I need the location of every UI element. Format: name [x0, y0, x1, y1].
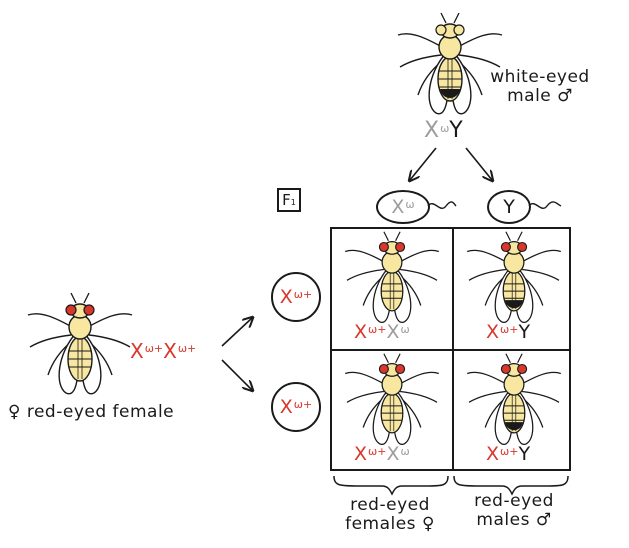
cell-allele-a-sup: ω+: [500, 445, 519, 458]
male-label-line2: male ♂: [507, 86, 573, 106]
cell-allele-a-sup: ω+: [500, 323, 519, 336]
cell-allele-b: X: [386, 443, 400, 465]
sperm-x-letter: X: [391, 196, 405, 218]
female-x2: X: [163, 339, 177, 363]
sperm-y: Y: [487, 190, 531, 224]
cell-allele-a: X: [354, 443, 368, 465]
offspring-fly-icon: [466, 231, 562, 324]
female-x2-allele: ω+: [177, 342, 197, 355]
punnett-square: Xω+Xω Xω+Y Xω+Xω Xω+Y: [330, 227, 571, 471]
males-line2: males ♂: [476, 510, 552, 530]
cell-allele-a-sup: ω+: [368, 323, 387, 336]
males-line1: red-eyed: [474, 491, 554, 511]
females-line1: red-eyed: [350, 495, 430, 515]
female-genotype: Xω+Xω+: [130, 340, 196, 362]
male-x-chromosome: X: [424, 118, 440, 143]
cell-allele-b-sup: ω: [400, 323, 410, 336]
cell-allele-b: X: [386, 321, 400, 343]
egg-bottom: Xω+: [271, 382, 321, 432]
male-x-allele: ω: [440, 122, 450, 135]
cell-allele-b: Y: [518, 443, 531, 465]
female-brace: [333, 475, 449, 496]
punnett-cell-male-top: Xω+Y: [454, 229, 572, 349]
generation-letter: F: [282, 191, 291, 209]
female-fly-icon: [27, 292, 133, 395]
offspring-braces: [333, 475, 569, 496]
sperm-y-tail: [528, 201, 562, 209]
male-brace: [453, 475, 569, 496]
offspring-males-label: red-eyed males ♂: [452, 492, 576, 530]
cell-allele-a: X: [354, 321, 368, 343]
offspring-fly-icon: [344, 353, 440, 446]
punnett-cell-female-bottom: Xω+Xω: [332, 351, 452, 471]
egg-top: Xω+: [271, 272, 321, 322]
arrow-to-x-sperm: [410, 147, 437, 180]
punnett-cell-female-top: Xω+Xω: [332, 229, 452, 349]
cell-allele-a: X: [486, 443, 500, 465]
male-label: white-eyed male ♂: [480, 68, 600, 106]
egg-bottom-letter: X: [279, 396, 293, 418]
sperm-x: Xω: [376, 190, 430, 224]
cell-allele-a: X: [486, 321, 500, 343]
egg-top-sup: ω+: [293, 288, 313, 301]
female-label: ♀ red-eyed female: [8, 402, 175, 422]
female-gamete-arrows: [221, 310, 268, 400]
male-label-line1: white-eyed: [490, 67, 590, 87]
egg-bottom-sup: ω+: [293, 398, 313, 411]
cell-allele-b-sup: ω: [400, 445, 410, 458]
male-genotype: XωY: [424, 120, 463, 142]
sperm-x-sup: ω: [405, 198, 415, 211]
generation-label: F1: [277, 188, 301, 212]
female-x1: X: [130, 339, 144, 363]
arrow-to-egg-top: [221, 318, 252, 347]
offspring-fly-icon: [344, 231, 440, 324]
arrow-to-egg-bottom: [221, 359, 252, 390]
male-y-chromosome: Y: [449, 118, 463, 143]
generation-subscript: 1: [290, 198, 296, 207]
females-line2: females ♀: [345, 514, 435, 534]
cell-allele-a-sup: ω+: [368, 445, 387, 458]
offspring-fly-icon: [466, 353, 562, 446]
cell-allele-b: Y: [518, 321, 531, 343]
sperm-x-tail: [427, 201, 457, 209]
female-x1-allele: ω+: [144, 342, 164, 355]
egg-top-letter: X: [279, 286, 293, 308]
sperm-y-letter: Y: [503, 196, 515, 218]
punnett-cell-male-bottom: Xω+Y: [454, 351, 572, 471]
offspring-females-label: red-eyed females ♀: [328, 496, 452, 534]
arrow-to-y-sperm: [465, 147, 492, 180]
male-gamete-arrows: [400, 147, 510, 190]
